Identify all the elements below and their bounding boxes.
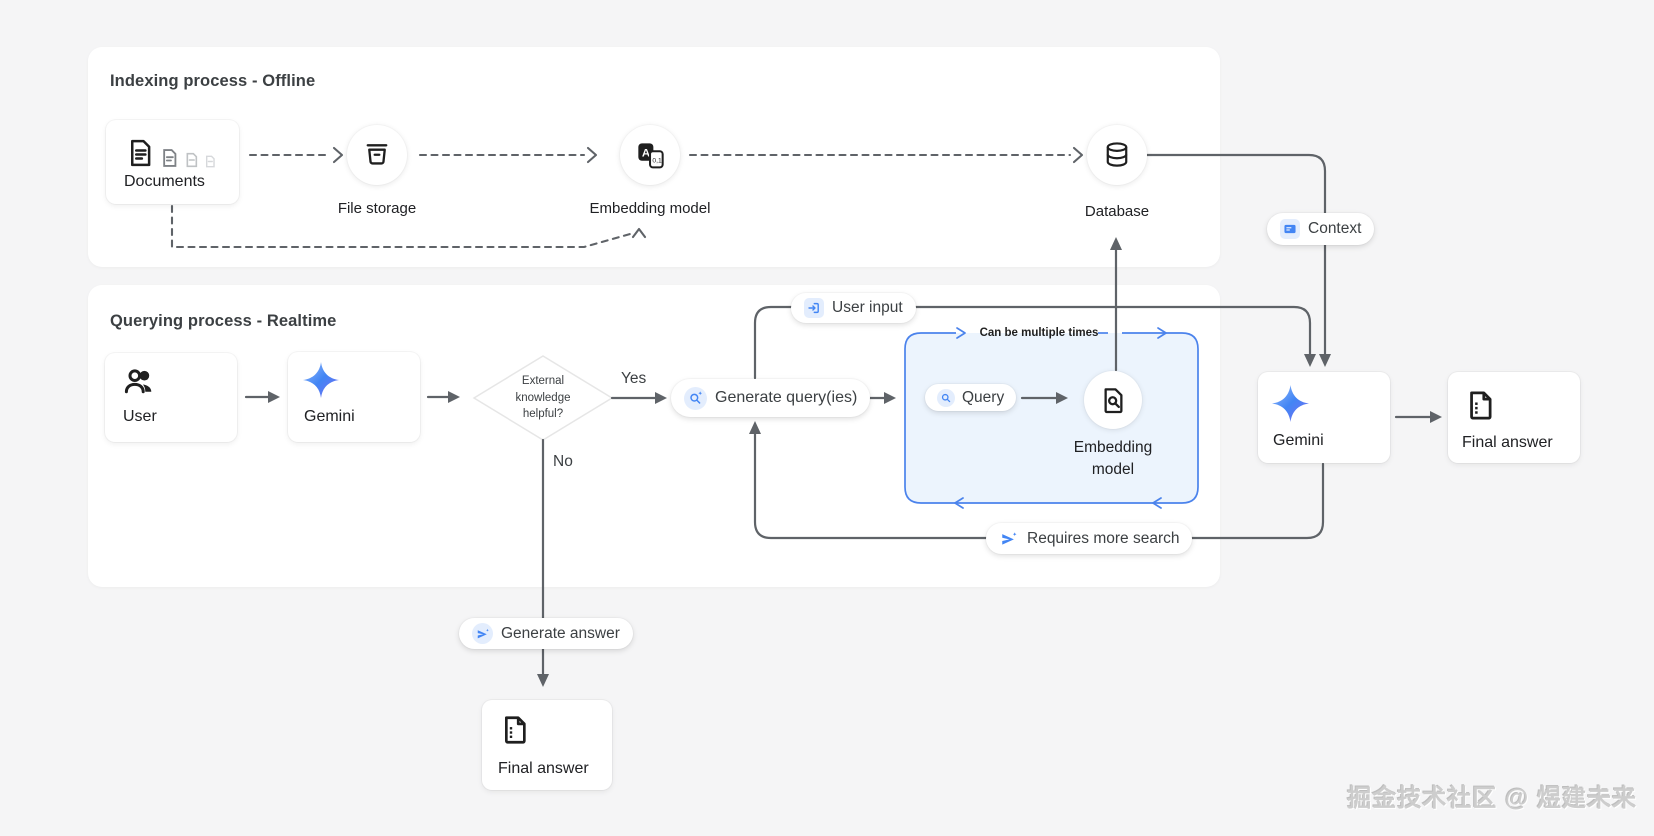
final-answer-label: Final answer — [1462, 434, 1553, 451]
translate-tokens-icon: A 0,1 — [637, 142, 664, 168]
gemini-output-label: Gemini — [1273, 432, 1324, 449]
loop-box — [904, 327, 1199, 509]
embedding-model-indexing-label: Embedding model — [589, 200, 711, 217]
document-icon — [206, 155, 215, 168]
file-storage-label: File storage — [337, 200, 417, 217]
documents-icon-group — [126, 134, 217, 168]
indexing-panel-title: Indexing process - Offline — [110, 72, 316, 90]
card-text-icon — [1280, 219, 1300, 239]
querying-panel-title: Querying process - Realtime — [110, 312, 337, 330]
context-label: Context — [1308, 220, 1362, 237]
query-label: Query — [962, 388, 1005, 406]
loop-note: Can be multiple times — [979, 327, 1099, 339]
final-answer-bottom-card: Final answer — [482, 700, 612, 790]
generate-queries-pill: Generate query(ies) — [671, 379, 871, 417]
user-label: User — [123, 408, 157, 425]
embedding-model-realtime-label: Embedding model — [1073, 439, 1153, 478]
user-input-label: User input — [832, 299, 903, 316]
search-icon — [937, 388, 955, 407]
watermark: 掘金技术社区 @ 煜建未来 — [1347, 785, 1637, 812]
file-storage-node — [347, 125, 407, 185]
indexing-dashed-arrows — [170, 146, 1084, 249]
loop-box-arrow-right-1 — [956, 327, 966, 339]
generate-answer-label: Generate answer — [501, 624, 620, 642]
document-icon — [163, 149, 177, 167]
database-label: Database — [1084, 203, 1150, 220]
document-icon — [131, 139, 151, 167]
gemini-output-card: Gemini — [1258, 372, 1390, 463]
gemini-querying-card: Gemini — [288, 352, 420, 442]
user-input-line — [753, 305, 1312, 380]
solid-arrows — [244, 153, 1432, 676]
generate-answer-pill: Generate answer — [459, 618, 633, 649]
document-icon — [186, 152, 198, 168]
final-answer-bottom-label: Final answer — [498, 760, 589, 777]
document-list-icon — [1470, 391, 1492, 420]
documents-label: Documents — [124, 173, 205, 190]
document-list-icon — [505, 716, 526, 744]
send-spark-icon — [472, 623, 493, 644]
send-spark-icon — [999, 529, 1019, 549]
no-label: No — [553, 453, 573, 470]
search-spark-icon — [684, 386, 707, 410]
database-cylinder-icon — [1106, 142, 1128, 167]
decision-text: External knowledge helpful? — [515, 375, 571, 420]
final-answer-card: Final answer — [1448, 372, 1580, 463]
database-node — [1087, 125, 1147, 185]
loop-box-arrow-right-2 — [1157, 327, 1167, 339]
input-arrow-icon — [804, 298, 824, 318]
storage-bin-icon — [366, 144, 388, 165]
icon-letter-a: A — [641, 147, 649, 159]
embedding-model-realtime-node — [1084, 371, 1142, 429]
query-pill: Query — [925, 384, 1017, 411]
loop-box-arrow-left-2 — [1152, 497, 1162, 509]
requires-more-search-pill: Requires more search — [986, 523, 1193, 554]
context-badge: Context — [1267, 213, 1375, 245]
documents-card: Documents — [106, 120, 239, 204]
requires-more-search-label: Requires more search — [1027, 529, 1180, 547]
user-input-pill: User input — [791, 293, 916, 323]
user-card: User — [105, 353, 237, 442]
people-icon — [124, 369, 152, 394]
solid-arrowheads — [268, 237, 1442, 687]
embedding-model-indexing-node: A 0,1 — [620, 125, 680, 185]
icon-digits: 0,1 — [652, 157, 662, 164]
find-in-page-icon — [1103, 387, 1123, 413]
gemini-star-icon — [1272, 385, 1309, 422]
gemini-star-icon — [303, 362, 339, 398]
loop-box-arrow-left-1 — [954, 497, 964, 509]
database-context-line — [1145, 153, 1327, 356]
generate-queries-label: Generate query(ies) — [715, 389, 858, 406]
gemini-querying-label: Gemini — [304, 408, 355, 425]
yes-label: Yes — [621, 370, 647, 387]
